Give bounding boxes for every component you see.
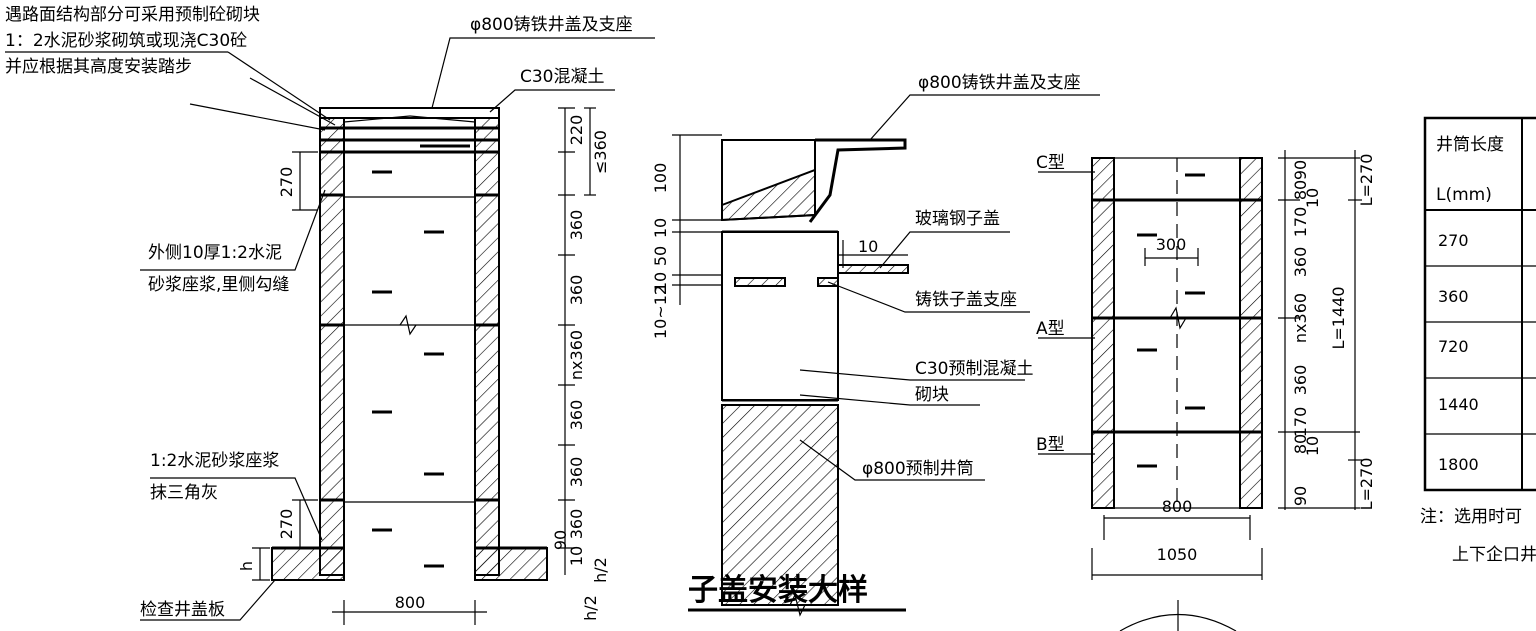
dim-L270-b: L=270: [1357, 458, 1376, 511]
outer-note-2: 砂浆座浆,里侧勾缝: [148, 275, 289, 295]
dim-270-bot: 270: [277, 509, 296, 540]
dim-90-a: 90: [1291, 160, 1310, 180]
dim-360-ra: 360: [1291, 247, 1310, 278]
outer-note-1: 外侧10厚1:2水泥: [148, 243, 282, 263]
type-a-label: A型: [1036, 319, 1065, 339]
type-b-label: B型: [1036, 435, 1065, 455]
dim-360-4: 360: [567, 457, 586, 488]
dim-10-ra: 10: [1303, 188, 1322, 208]
dim-10-b: 10: [651, 272, 670, 292]
block-label: 砌块: [915, 385, 949, 405]
dim-220: 220: [567, 115, 586, 146]
shaft-label: φ800预制井筒: [862, 459, 974, 479]
support-label: 铸铁子盖支座: [915, 290, 1017, 310]
dim-90: 90: [551, 530, 570, 550]
dim-h2-a: h/2: [591, 557, 610, 583]
table-note-1: 注：选用时可: [1420, 507, 1522, 527]
table-header-1: 井筒长度: [1436, 135, 1504, 155]
table-header-2: L(mm): [1436, 185, 1492, 205]
plate-label: 检查井盖板: [140, 600, 225, 620]
type-c-label: C型: [1036, 153, 1065, 173]
dim-360-3: 360: [567, 400, 586, 431]
table-row-3: 720: [1438, 337, 1469, 356]
detail-title: 子盖安装大样: [688, 573, 868, 608]
shaft-rungs: [1137, 173, 1205, 468]
right-wall: [474, 114, 500, 576]
middle-detail: φ800铸铁井盖及支座 玻璃钢子盖 铸铁子盖支座 C30预制混凝土 砌块 φ80…: [651, 73, 1100, 617]
note-2: 1：2水泥砂浆砌筑或现浇C30砼: [5, 31, 247, 51]
length-table: 井筒长度 L(mm) 270 360 720 1440 1800 注：选用时可 …: [1420, 116, 1536, 565]
table-row-5: 1800: [1438, 455, 1479, 474]
c30-label: C30混凝土: [520, 67, 605, 87]
table-row-1: 270: [1438, 231, 1469, 250]
precast-label: C30预制混凝土: [915, 359, 1034, 379]
dim-170-b: 170: [1291, 407, 1310, 438]
dim-300: 300: [1156, 235, 1187, 254]
dim-10-a: 10: [651, 218, 670, 238]
dim-90-b: 90: [1291, 486, 1310, 506]
dim-h: h: [237, 561, 256, 571]
dim-360-1: 360: [567, 210, 586, 241]
dim-100: 100: [651, 163, 670, 194]
dim-800: 800: [395, 593, 426, 612]
table-row-4: 1440: [1438, 395, 1479, 414]
step-rungs: [372, 170, 444, 568]
mortar-note-1: 1:2水泥砂浆座浆: [150, 451, 279, 471]
dim-360-2: 360: [567, 275, 586, 306]
dim-360-rb: 360: [1291, 365, 1310, 396]
mortar-note-2: 抹三角灰: [150, 483, 218, 503]
table-row-2: 360: [1438, 287, 1469, 306]
dim-10: 10: [567, 546, 586, 566]
note-1: 遇路面结构部分可采用预制砼砌块: [5, 5, 260, 25]
table-note-2: 上下企口井: [1452, 545, 1536, 565]
mid-cover-label: φ800铸铁井盖及支座: [918, 73, 1081, 93]
dim-170-a: 170: [1291, 207, 1310, 238]
note-3: 并应根据其高度安装踏步: [5, 57, 192, 77]
dim-270-top: 270: [277, 167, 296, 198]
dim-nx360-r: nx360: [1291, 293, 1310, 343]
left-section: 遇路面结构部分可采用预制砼砌块 1：2水泥砂浆砌筑或现浇C30砼 并应根据其高度…: [5, 5, 655, 625]
dim-10-rb: 10: [1303, 436, 1322, 456]
dim-10-c: 10: [858, 237, 878, 256]
shaft-right-wall: [1239, 157, 1263, 509]
dim-80-b: 80: [1291, 434, 1310, 454]
dim-10-12: 10~12: [651, 285, 670, 339]
cover-label: φ800铸铁井盖及支座: [470, 15, 633, 35]
dim-50: 50: [651, 246, 670, 266]
dim-L1440: L=1440: [1329, 286, 1348, 349]
dim-360-5: 360: [567, 509, 586, 540]
shaft-left-wall: [1091, 157, 1115, 509]
dim-nx360: nx360: [567, 330, 586, 380]
dim-1050: 1050: [1157, 545, 1198, 564]
dim-le360: ≤360: [591, 130, 610, 174]
dim-80-a: 80: [1291, 180, 1310, 200]
dim-800-r: 800: [1162, 497, 1193, 516]
base-plate-right: [474, 547, 548, 581]
left-wall: [319, 114, 345, 576]
base-plate-left: [271, 547, 345, 581]
dim-L270-a: L=270: [1357, 154, 1376, 207]
frp-lid-label: 玻璃钢子盖: [915, 209, 1000, 229]
dim-h2-b: h/2: [581, 595, 600, 621]
right-shaft: C型 A型 B型 300 800 1050 90 80 10 170 360 n…: [1036, 150, 1376, 631]
